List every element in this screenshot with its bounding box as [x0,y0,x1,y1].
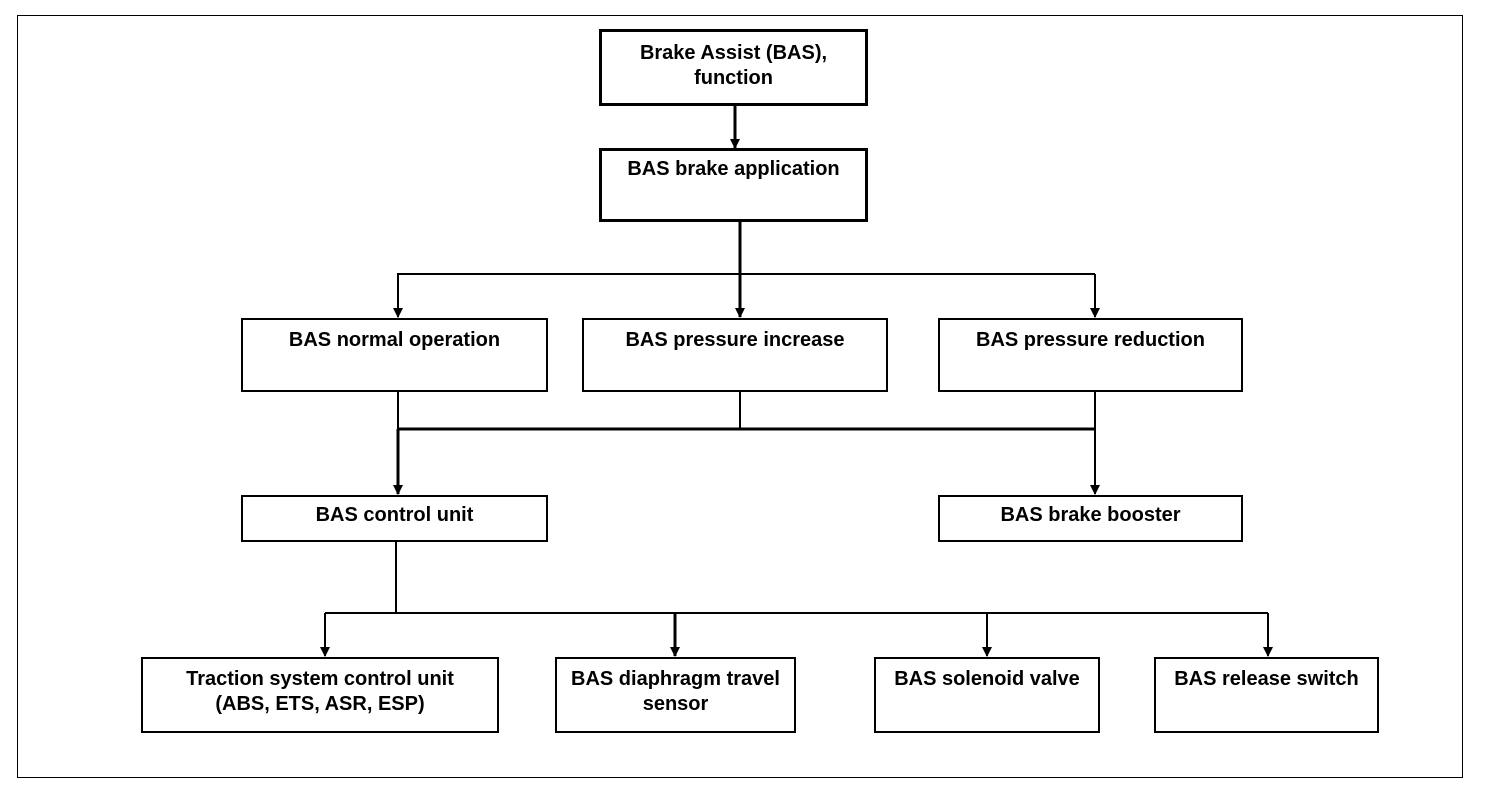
node-control-unit: BAS control unit [241,495,548,542]
node-traction-control-unit-line2: (ABS, ETS, ASR, ESP) [215,693,425,715]
node-pressure-increase: BAS pressure increase [582,318,888,392]
node-pressure-reduction-label: BAS pressure reduction [976,329,1205,351]
node-diaphragm-travel-sensor: BAS diaphragm travel sensor [555,657,796,733]
node-solenoid-valve: BAS solenoid valve [874,657,1100,733]
node-traction-control-unit-line1: Traction system control unit [186,668,454,690]
node-normal-operation-label: BAS normal operation [288,329,501,351]
node-bas-function: Brake Assist (BAS), function [599,29,868,106]
node-traction-control-unit: Traction system control unit (ABS, ETS, … [141,657,499,733]
node-release-switch: BAS release switch [1154,657,1379,733]
node-solenoid-valve-label: BAS solenoid valve [894,668,1080,690]
node-brake-booster-label: BAS brake booster [1000,504,1181,526]
node-control-unit-label: BAS control unit [315,504,474,526]
diagram-frame [17,15,1463,778]
node-brake-application: BAS brake application [599,148,868,222]
node-diaphragm-travel-sensor-line1: BAS diaphragm travel [571,668,780,690]
node-normal-operation: BAS normal operation [241,318,548,392]
node-pressure-increase-label: BAS pressure increase [625,329,845,351]
node-bas-function-line2: function [694,67,773,89]
node-release-switch-label: BAS release switch [1174,668,1359,690]
node-brake-application-label: BAS brake application [627,158,840,180]
node-brake-booster: BAS brake booster [938,495,1243,542]
node-bas-function-line1: Brake Assist (BAS), [639,42,828,64]
node-pressure-reduction: BAS pressure reduction [938,318,1243,392]
node-diaphragm-travel-sensor-line2: sensor [642,693,709,715]
